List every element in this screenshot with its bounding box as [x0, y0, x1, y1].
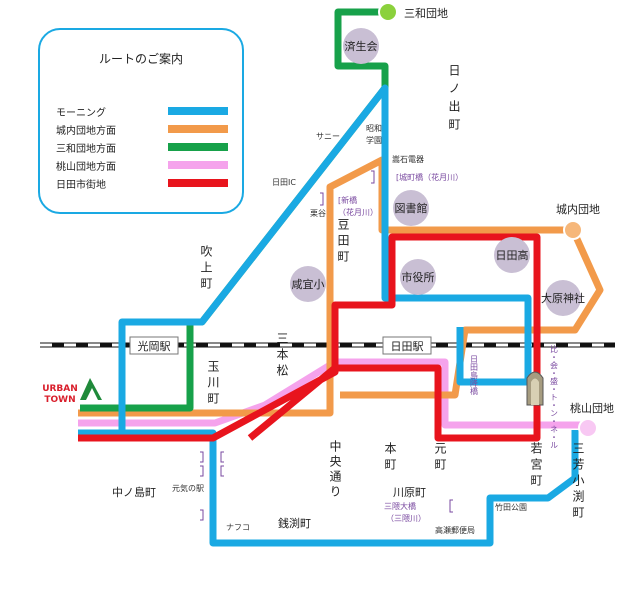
- legend-item-label: 城内団地方面: [56, 125, 116, 137]
- label-mikumaohashi: 三隈大橋: [384, 501, 416, 511]
- svg-text:大原神社: 大原神社: [541, 291, 585, 305]
- label-kawaharamachi: 川原町: [393, 486, 426, 499]
- legend-item: 城内団地方面: [56, 120, 228, 138]
- terminus-sanwa-label: 三和団地: [404, 7, 448, 20]
- label-fukiage: 吹上町: [199, 245, 213, 293]
- poi-saiseikai: 済生会: [343, 28, 379, 64]
- svg-text:市役所: 市役所: [402, 270, 435, 284]
- svg-text:光岡駅: 光岡駅: [138, 339, 171, 353]
- legend-title: ルートのご案内: [98, 52, 183, 66]
- legend-item-swatch: [168, 125, 228, 133]
- legend-item: 桃山団地方面: [56, 156, 228, 174]
- tunnel-icon: [526, 371, 544, 406]
- station-hita[interactable]: 日田駅: [382, 336, 432, 355]
- legend-item: モーニング: [56, 102, 228, 120]
- poi-toshokan: 図書館: [393, 190, 429, 226]
- terminus-jonai-label: 城内団地: [556, 202, 600, 216]
- legend-box: ルートのご案内 モーニング城内団地方面三和団地方面桃山団地方面日田市街地: [38, 28, 244, 214]
- label-sunny: サニー: [316, 132, 340, 141]
- legend-item-swatch: [168, 179, 228, 187]
- urban-town-logo: URBAN TOWN: [42, 378, 102, 405]
- poi-ohara: 大原神社: [541, 280, 585, 316]
- route-city[interactable]: [78, 233, 541, 442]
- label-wakamiya: 若宮町: [529, 442, 543, 490]
- label-hitaic: 日田IC: [272, 178, 296, 187]
- poi-hitako: 日田高: [494, 237, 530, 273]
- label-showa: 昭和: [366, 124, 382, 133]
- legend-list: モーニング城内団地方面三和団地方面桃山団地方面日田市街地: [56, 102, 228, 192]
- label-kagetsugawa: （花月川）: [338, 207, 378, 217]
- label-hikoyama-tunnel: 比・会・盛・ト・ン・ネ・ル: [550, 344, 559, 449]
- svg-text:TOWN: TOWN: [44, 395, 75, 405]
- svg-text:日田駅: 日田駅: [391, 340, 424, 353]
- svg-text:URBAN: URBAN: [42, 384, 78, 394]
- label-shimaminami: 日田島降橋: [470, 355, 479, 396]
- label-honmachi: 本町: [383, 442, 397, 474]
- terminus-momoyama-marker[interactable]: [578, 418, 598, 438]
- svg-text:日田高: 日田高: [496, 248, 529, 262]
- legend-item-label: 桃山団地方面: [56, 161, 116, 173]
- label-tamagawa: 玉川町: [206, 360, 220, 408]
- legend-item-swatch: [168, 107, 228, 115]
- legend-item: 日田市街地: [56, 174, 228, 192]
- legend-item: 三和団地方面: [56, 138, 228, 156]
- legend-item-label: 日田市街地: [56, 179, 106, 191]
- legend-item-label: モーニング: [56, 107, 106, 119]
- label-jomachibashi: [城町橋（花月川）: [396, 172, 463, 182]
- legend-item-swatch: [168, 161, 228, 169]
- label-motomachi: 元町: [433, 442, 447, 474]
- label-post-office: 高瀬郵便局: [435, 525, 475, 535]
- terminus-sanwa-marker[interactable]: [378, 2, 398, 22]
- svg-text:済生会: 済生会: [345, 39, 378, 53]
- label-mameda: 豆田町: [336, 218, 350, 266]
- label-takeda-park: 竹田公園: [495, 502, 527, 512]
- label-nafuko: ナフコ: [226, 523, 250, 532]
- label-sanbonmatsu: 三本松: [275, 332, 289, 380]
- label-zenibuchi: 銭渕町: [278, 516, 311, 530]
- legend-item-label: 三和団地方面: [56, 143, 116, 155]
- label-hinode: 日ノ出町: [447, 64, 461, 136]
- label-shinbashi: [新橋: [338, 195, 357, 205]
- terminus-jonai-marker[interactable]: [563, 220, 583, 240]
- label-nakanoshima: 中ノ島町: [112, 485, 156, 499]
- bridge-markers: [200, 170, 453, 521]
- label-gakuen: 学園: [366, 135, 382, 145]
- station-koka[interactable]: 光岡駅: [129, 336, 179, 355]
- label-mikumagawa: （三隈川）: [386, 514, 426, 523]
- label-chuodori: 中央通り: [328, 440, 342, 500]
- svg-text:図書館: 図書館: [395, 201, 428, 215]
- svg-text:咸宜小: 咸宜小: [292, 277, 325, 291]
- label-genkinoeki: 元気の駅: [172, 483, 204, 493]
- legend-item-swatch: [168, 143, 228, 151]
- poi-shiyakusho: 市役所: [400, 259, 436, 295]
- terminus-momoyama-label: 桃山団地: [570, 401, 614, 415]
- route-morning[interactable]: [78, 84, 579, 547]
- poi-gigiyama: 咸宜小: [290, 266, 326, 302]
- label-takeishi: 嵩石電器: [392, 155, 424, 164]
- label-mikuma: 三芳小渕町: [571, 442, 585, 522]
- label-kuriyama: 栗谷: [310, 209, 326, 218]
